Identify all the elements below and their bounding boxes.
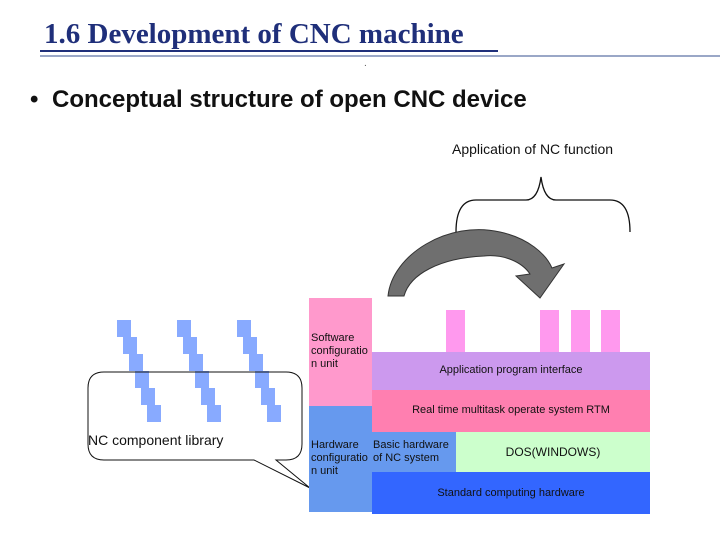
title-underline — [40, 50, 498, 52]
header-rule — [40, 55, 720, 57]
header-dot: . — [364, 58, 367, 69]
slide-title: 1.6 Development of CNC machine — [44, 18, 464, 50]
app-module-2 — [540, 310, 559, 352]
nc-component-1 — [117, 320, 161, 422]
standard-hardware-label: Standard computing hardware — [437, 487, 585, 499]
app-module-4 — [601, 310, 620, 352]
basic-hardware-block — [372, 432, 456, 472]
basic-hardware-label: Basic hardware of NC system — [373, 439, 449, 464]
nc-component-group — [117, 320, 281, 422]
standard-hardware-block — [372, 472, 650, 514]
nc-component-3 — [237, 320, 281, 422]
api-label: Application program interface — [439, 364, 583, 376]
brace-shape — [455, 176, 631, 233]
bullet-heading: • Conceptual structure of open CNC device — [30, 86, 527, 114]
callout-bubble — [87, 371, 311, 489]
software-config-block — [309, 298, 372, 406]
rtm-block — [372, 390, 650, 432]
app-module-3 — [571, 310, 590, 352]
rtm-label: Real time multitask operate system RTM — [412, 404, 610, 416]
app-function-label: Application of NC function — [452, 141, 614, 157]
software-config-label: Software configuratio n unit — [311, 332, 368, 370]
hardware-config-label: Hardware configuratio n unit — [311, 439, 368, 477]
dos-label: DOS(WINDOWS) — [505, 445, 601, 459]
bullet-text: Conceptual structure of open CNC device — [52, 86, 527, 113]
bullet-icon: • — [30, 86, 39, 113]
nc-component-library-label: NC component library — [88, 432, 224, 448]
app-module-1 — [446, 310, 465, 352]
curved-arrow-icon — [387, 229, 566, 299]
hardware-config-block — [309, 406, 372, 512]
api-block — [372, 352, 650, 390]
nc-component-2 — [177, 320, 221, 422]
dos-block — [456, 432, 650, 472]
